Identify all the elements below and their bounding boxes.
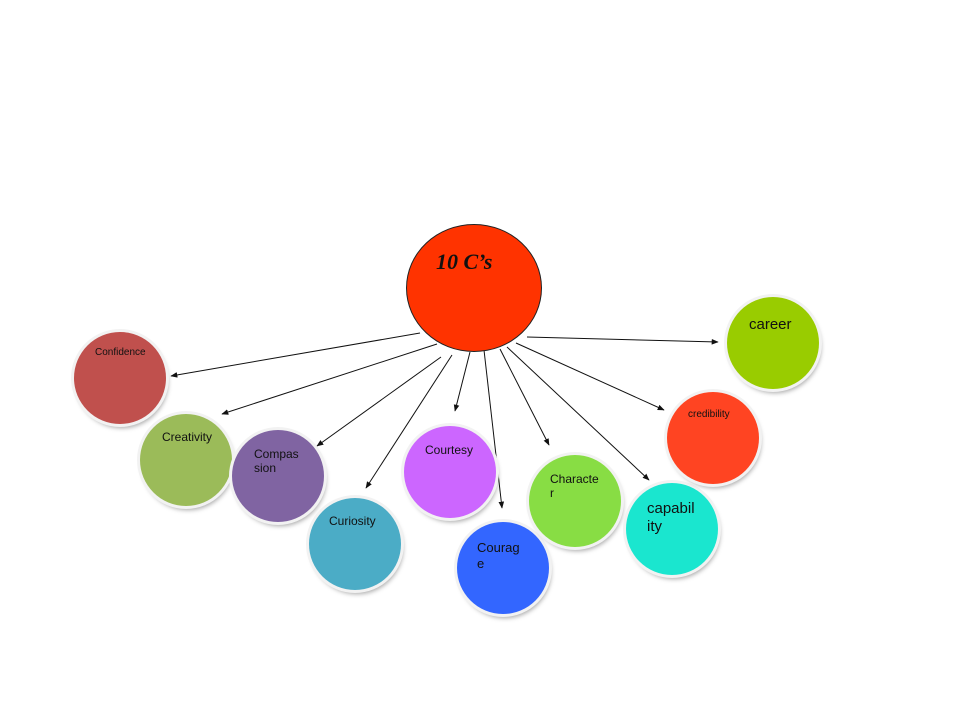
node-courage	[457, 522, 549, 614]
node-label-curiosity: Curiosity	[329, 514, 376, 528]
node-label-courtesy: Courtesy	[425, 443, 474, 457]
node-curiosity	[309, 498, 401, 590]
node-label-credibility: credibility	[688, 409, 730, 420]
arrow-to-courage	[483, 349, 505, 509]
node-label-confidence: Confidence	[95, 347, 146, 358]
node-label-character: Character	[550, 472, 599, 501]
node-career	[727, 297, 819, 389]
node-compassion	[232, 430, 324, 522]
node-label-creativity: Creativity	[162, 430, 213, 444]
arrow-to-confidence	[170, 332, 421, 378]
node-label-career: career	[749, 316, 792, 333]
node-confidence	[74, 332, 166, 424]
center-node	[406, 224, 542, 352]
node-credibility	[667, 392, 759, 484]
node-label-courage: Courage	[477, 540, 520, 571]
node-label-capability: capability	[647, 500, 695, 535]
arrow-to-courtesy	[453, 351, 471, 412]
center-node-label: 10 C’s	[436, 249, 493, 274]
arrow-to-character	[499, 348, 550, 446]
node-creativity	[140, 414, 232, 506]
node-capability	[626, 483, 718, 575]
arrow-to-career	[526, 336, 719, 345]
node-label-compassion: Compassion	[254, 447, 299, 476]
node-courtesy	[404, 426, 496, 518]
arrow-to-creativity	[221, 343, 438, 415]
arrow-to-capability	[506, 346, 650, 481]
node-character	[529, 455, 621, 547]
arrow-to-curiosity	[365, 354, 453, 489]
arrow-to-credibility	[515, 342, 665, 411]
arrow-to-compassion	[316, 356, 442, 447]
